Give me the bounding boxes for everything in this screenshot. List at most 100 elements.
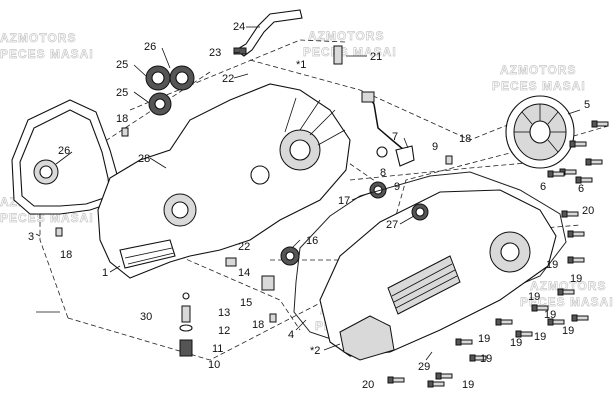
screw xyxy=(459,339,473,345)
screw-set xyxy=(387,120,609,388)
screw xyxy=(571,257,585,263)
screw xyxy=(561,289,575,295)
callout-label: 6 xyxy=(578,183,584,195)
callout-label: 25 xyxy=(116,87,128,99)
screw xyxy=(439,373,453,379)
screw-head xyxy=(515,330,522,338)
callout-leaders xyxy=(35,26,581,361)
callout-label: 19 xyxy=(462,379,474,391)
screw-head xyxy=(455,338,462,346)
screw-head xyxy=(585,158,592,166)
callout-labels: 24 26 25 23 22 21 25 *1 26 18 28 5 7 18 … xyxy=(28,21,594,391)
screw xyxy=(431,381,445,387)
watermark-peces-masai: PECES MASAI xyxy=(492,79,586,93)
screw-head xyxy=(571,314,578,322)
screw-head xyxy=(435,372,442,380)
screw-head xyxy=(469,354,476,362)
screw-head xyxy=(495,318,502,326)
callout-label: 16 xyxy=(306,235,318,247)
callout-label: 7 xyxy=(392,131,398,143)
callout-label: 19 xyxy=(546,259,558,271)
callout-label: 1 xyxy=(102,267,108,279)
callout-label: *2 xyxy=(310,345,320,357)
screw-head xyxy=(569,140,576,148)
dowel-pin xyxy=(269,313,277,323)
screw-head xyxy=(531,304,538,312)
screw xyxy=(499,319,513,325)
screw xyxy=(519,331,533,337)
callout-label: 27 xyxy=(386,219,398,231)
callout-label: 12 xyxy=(218,325,230,337)
sensor-cable xyxy=(367,95,405,151)
vent-slats xyxy=(391,263,458,309)
dowel-pin xyxy=(445,155,453,165)
callout-label: 30 xyxy=(140,311,152,323)
o-ring xyxy=(376,146,388,158)
cover-intake-duct xyxy=(339,315,395,361)
stud-bolt xyxy=(333,45,343,65)
watermark-azmotors: AZMOTORS xyxy=(308,29,384,43)
screw xyxy=(575,315,589,321)
screw xyxy=(563,169,577,175)
hose-clamp xyxy=(233,47,247,55)
callout-label: 24 xyxy=(233,21,245,33)
screw-head xyxy=(567,230,574,238)
callout-label: 3 xyxy=(28,231,34,243)
sensor-bracket xyxy=(395,145,415,167)
dowel-pin xyxy=(121,127,129,137)
callout-label: 9 xyxy=(394,181,400,193)
callout-label: 28 xyxy=(138,153,150,165)
callout-label: 11 xyxy=(212,343,223,355)
callout-label: 19 xyxy=(544,309,556,321)
screw-head xyxy=(427,380,434,388)
callout-label: 25 xyxy=(116,59,128,71)
callout-label: 19 xyxy=(480,353,492,365)
sensor-connector xyxy=(361,91,375,103)
cover-gasket xyxy=(293,171,567,343)
watermark-azmotors: AZMOTORS xyxy=(0,31,76,45)
screw xyxy=(565,211,579,217)
left-crankcase xyxy=(97,83,351,279)
screw-head xyxy=(387,376,394,384)
callout-label: 5 xyxy=(584,99,590,111)
callout-label: 26 xyxy=(144,41,156,53)
screw xyxy=(551,171,565,177)
callout-label: 19 xyxy=(570,273,582,285)
callout-label: 26 xyxy=(58,145,70,157)
callout-label: 19 xyxy=(562,325,574,337)
screw xyxy=(573,141,587,147)
dowel-pin xyxy=(55,227,63,237)
callout-label: 13 xyxy=(218,307,230,319)
fan-cover xyxy=(505,95,575,169)
watermark-azmotors: AZMOTORS xyxy=(500,63,576,77)
watermark-azmotors: AZMOTORS xyxy=(530,279,606,293)
callout-label: 18 xyxy=(60,249,72,261)
callout-label: 18 xyxy=(252,319,264,331)
callout-label: 29 xyxy=(418,361,430,373)
drain-plug-set xyxy=(179,292,193,357)
callout-label: 17 xyxy=(338,195,350,207)
screw-head xyxy=(561,210,568,218)
callout-label: 6 xyxy=(540,181,546,193)
callout-label: 22 xyxy=(238,241,250,253)
screw-head xyxy=(557,288,564,296)
callout-label: 4 xyxy=(288,329,294,341)
callout-label: 8 xyxy=(380,167,386,179)
callout-label: 19 xyxy=(534,331,546,343)
callout-label: 10 xyxy=(208,359,220,371)
screw xyxy=(595,121,609,127)
callout-label: *1 xyxy=(296,59,306,71)
hex-plug xyxy=(261,275,275,291)
screw-head xyxy=(547,318,554,326)
screw xyxy=(579,177,593,183)
screw xyxy=(589,159,603,165)
watermark-peces-masai: PECES MASAI xyxy=(0,211,94,225)
shaft-bore-small xyxy=(250,165,270,185)
callout-label: 15 xyxy=(240,297,252,309)
callout-label: 19 xyxy=(478,333,490,345)
screw-head xyxy=(567,256,574,264)
callout-label: 21 xyxy=(370,51,382,63)
screw xyxy=(571,231,585,237)
screw xyxy=(391,377,405,383)
